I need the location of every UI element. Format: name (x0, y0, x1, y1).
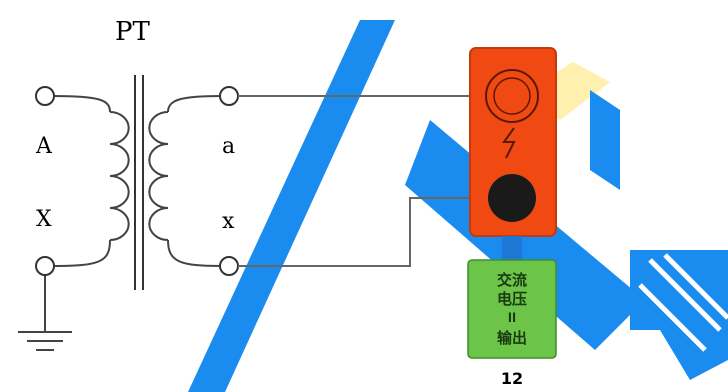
pt-title: PT (115, 17, 150, 47)
module-label-line-3: ll (508, 311, 516, 325)
module-label-line-4: 输出 (497, 329, 527, 347)
output-module (467, 259, 557, 359)
module-number: 12 (501, 369, 523, 388)
output-terminal-hot (485, 69, 539, 123)
watermark-blue-stroke-left (188, 20, 395, 392)
terminal-a (219, 86, 239, 106)
module-label-line-2: 电压 (497, 290, 527, 308)
transformer-core (134, 75, 144, 290)
connection-wires (238, 95, 512, 267)
label-X: X (36, 207, 52, 232)
output-terminal-common (488, 174, 536, 222)
wire-x-to-common (238, 197, 512, 267)
watermark-logo (188, 20, 728, 392)
terminal-x (219, 256, 239, 276)
watermark-block-hatching (638, 253, 728, 352)
secondary-winding (148, 95, 222, 267)
label-A: A (35, 134, 53, 159)
module-label-line-1: 交流 (497, 271, 527, 289)
terminal-X (35, 256, 55, 276)
lightning-icon (502, 127, 516, 159)
primary-winding (18, 95, 130, 351)
terminal-A (35, 86, 55, 106)
label-a: a (222, 134, 235, 159)
label-x: x (222, 209, 235, 234)
device-connector (502, 236, 522, 260)
watermark-blue-stroke-right (590, 90, 620, 190)
